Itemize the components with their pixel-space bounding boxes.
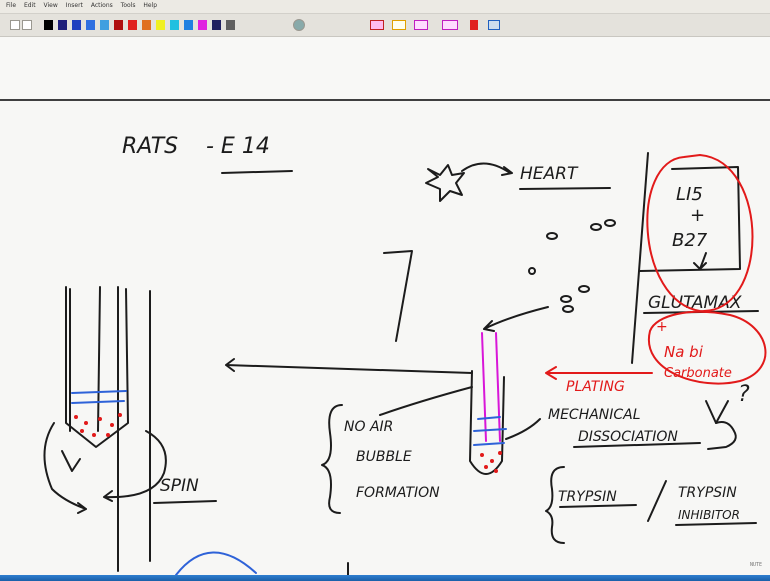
spin-underline	[154, 501, 216, 503]
plating-arrow	[546, 367, 652, 379]
checkmark-sketch	[706, 401, 728, 423]
pipette-sketch	[384, 251, 412, 341]
color-swatch[interactable]	[44, 20, 53, 30]
handwritten-notes[interactable]: RATS - E 14 HEART LI5 + B27 GLUTAMAX + N…	[0, 101, 770, 575]
label-trypsin: TRYPSIN	[558, 489, 617, 505]
color-swatch[interactable]	[86, 20, 95, 30]
color-swatch[interactable]	[226, 20, 235, 30]
pipette-pink	[482, 333, 500, 441]
label-na-bi: Na bi	[664, 343, 704, 361]
label-carbonate: Carbonate	[664, 366, 732, 381]
lasso-icon[interactable]	[414, 20, 428, 30]
vertical-divider	[632, 153, 648, 363]
flag-icon[interactable]	[470, 20, 478, 30]
cell-dot	[591, 224, 601, 230]
label-dissociation: DISSOCIATION	[578, 429, 678, 445]
color-swatch[interactable]	[156, 20, 165, 30]
color-swatch[interactable]	[142, 20, 151, 30]
slash-divider	[648, 481, 666, 521]
color-swatch[interactable]	[114, 20, 123, 30]
menu-tools[interactable]: Tools	[121, 0, 136, 12]
label-plus: +	[690, 205, 705, 226]
cell-dot	[563, 306, 573, 312]
menu-help[interactable]: Help	[143, 0, 157, 12]
menu-bar: File Edit View Insert Actions Tools Help	[0, 0, 770, 14]
title-rats: RATS	[122, 134, 178, 159]
toolbar	[0, 14, 770, 37]
label-trypsin-2: TRYPSIN	[678, 485, 737, 501]
trypsin-underline	[560, 505, 636, 507]
cell-dot	[579, 286, 589, 292]
color-swatch[interactable]	[100, 20, 109, 30]
insert-space-icon[interactable]	[442, 20, 458, 30]
pen-tool-icon[interactable]	[293, 19, 305, 31]
arrow-cells-to-tube	[484, 307, 548, 331]
tube-upper-walls	[70, 287, 100, 431]
cell-dot	[529, 268, 535, 274]
canvas-header-area[interactable]	[0, 37, 770, 99]
title-underline	[222, 171, 292, 173]
color-swatch[interactable]	[170, 20, 179, 30]
label-no-air: NO AIR	[344, 419, 393, 435]
spin-arrow-tip	[62, 451, 80, 471]
heart-underline	[520, 188, 610, 189]
partial-blue-arc	[176, 552, 256, 575]
label-inhibitor: INHIBITOR	[678, 508, 740, 522]
tube-cells-center	[480, 451, 502, 473]
menu-insert[interactable]: Insert	[66, 0, 83, 12]
cell-dot	[605, 220, 615, 226]
status-bar	[0, 575, 770, 581]
eraser-icon[interactable]	[392, 20, 406, 30]
pointer-no-air	[380, 387, 472, 415]
label-formation: FORMATION	[356, 485, 440, 501]
color-swatch[interactable]	[128, 20, 137, 30]
arrow-to-heart	[462, 163, 510, 173]
color-swatch[interactable]	[212, 20, 221, 30]
menu-edit[interactable]: Edit	[24, 0, 36, 12]
menu-file[interactable]: File	[6, 0, 16, 12]
color-swatch[interactable]	[198, 20, 207, 30]
menu-actions[interactable]: Actions	[91, 0, 113, 12]
arrow-to-glutamax	[694, 253, 706, 269]
arrow-to-left-tube	[226, 359, 472, 373]
label-question: ?	[738, 382, 750, 407]
color-swatch[interactable]	[184, 20, 193, 30]
page-number: NUTE	[750, 562, 762, 568]
cell-dot	[561, 296, 571, 302]
color-swatch[interactable]	[72, 20, 81, 30]
image-icon[interactable]	[488, 20, 500, 30]
pointer-mechanical	[506, 419, 540, 439]
label-lis: LI5	[676, 184, 703, 205]
label-plating: PLATING	[566, 379, 625, 395]
tube-medium-lines	[474, 417, 506, 445]
menu-view[interactable]: View	[44, 0, 58, 12]
label-b27: B27	[672, 230, 708, 251]
label-bubble: BUBBLE	[356, 449, 412, 465]
undo-icon[interactable]	[10, 20, 20, 30]
heart-sketch	[426, 165, 464, 201]
title-e14: - E 14	[206, 134, 270, 159]
label-spin: SPIN	[160, 476, 199, 496]
label-mechanical: MECHANICAL	[548, 407, 641, 423]
spin-arrow-right	[104, 431, 166, 501]
left-brace-trypsin	[546, 467, 564, 543]
left-brace-no-air	[322, 405, 342, 513]
label-plus-red: +	[656, 319, 668, 335]
tube-outer-walls	[118, 287, 150, 571]
right-brace	[708, 422, 736, 449]
spin-arrow-left	[44, 423, 86, 513]
color-swatch[interactable]	[58, 20, 67, 30]
inhibitor-underline	[676, 523, 756, 525]
highlighter-icon[interactable]	[370, 20, 384, 30]
label-heart: HEART	[520, 164, 579, 184]
cell-dot	[547, 233, 557, 239]
redo-icon[interactable]	[22, 20, 32, 30]
